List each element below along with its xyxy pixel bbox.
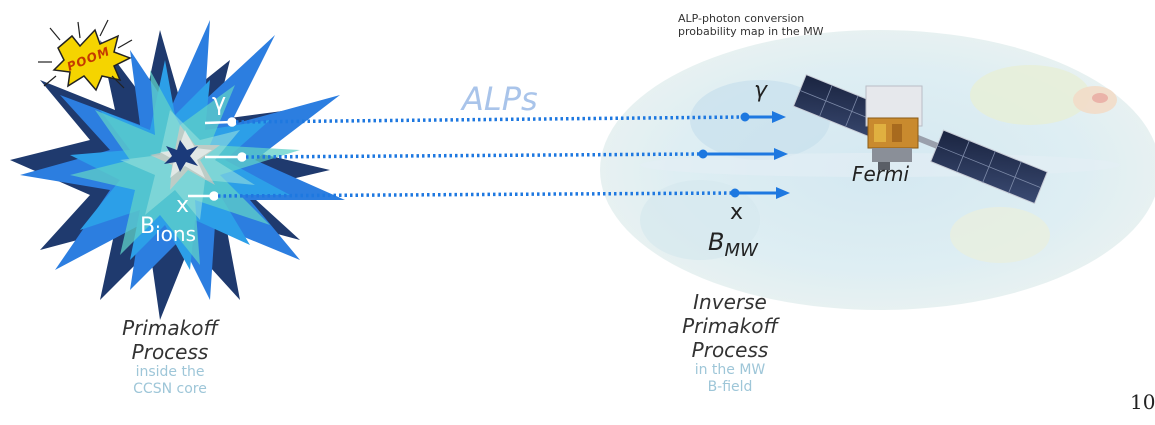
inverse-caption-line-2: Primakoff [682,314,778,338]
conversion-arrows [698,111,790,199]
map-title-line-1: ALP-photon conversion [678,12,805,25]
map-title-line-2: probability map in the MW [678,25,824,38]
core-emission-lines [188,117,247,201]
b-ions-sub: ions [155,222,196,246]
fermi-label: Fermi [852,162,910,186]
supernova-explosion [10,20,345,320]
inverse-caption-line-3: Process [691,338,769,362]
alp-beam-middle [245,152,704,159]
mw-x-label: x [730,200,744,225]
fermi-satellite [792,73,1048,205]
page-number: 10 [1130,390,1155,414]
alps-label: ALPs [462,80,538,118]
b-mw-sub: MW [724,240,758,261]
b-mw-label: BMW [708,228,758,261]
core-x-label: x [176,193,190,218]
primakoff-subcaption-line-2: CCSN core [133,381,207,397]
primakoff-caption: Primakoff Process inside the CCSN core [90,316,250,398]
inverse-subcaption-line-1: in the MW [694,362,766,378]
b-ions-main: B [140,214,156,239]
b-mw-main: B [708,228,725,256]
alp-beams [217,115,746,198]
b-ions-label: Bions [140,214,196,246]
primakoff-subcaption-line-1: inside the [135,364,205,380]
inverse-primakoff-caption: Inverse Primakoff Process in the MW B-fi… [650,290,810,396]
alp-beam-bottom [217,191,736,198]
primakoff-caption-line-1: Primakoff [122,316,218,340]
mw-gamma-label: γ [754,78,768,103]
core-gamma-label: γ [212,88,227,116]
inverse-subcaption-line-2: B-field [707,379,753,395]
inverse-caption-line-1: Inverse [693,290,767,314]
primakoff-caption-line-2: Process [131,340,209,364]
map-title: ALP-photon conversion probability map in… [678,12,824,38]
alp-beam-top [235,115,746,124]
poom-burst [38,19,133,92]
